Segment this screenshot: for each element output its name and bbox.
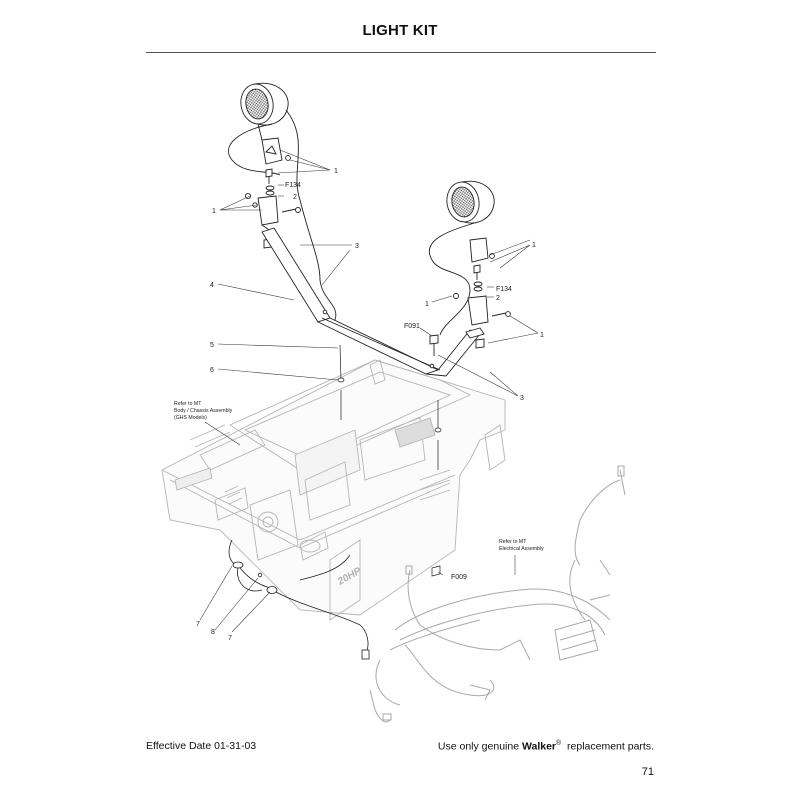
callout-4: 4: [210, 282, 214, 289]
callout-1-right: 1: [540, 332, 544, 339]
callout-5: 5: [210, 342, 214, 349]
callout-2-right: 2: [496, 295, 500, 302]
note-elec-ref-1: Refer to MT: [499, 539, 527, 545]
page-title: LIGHT KIT: [362, 22, 438, 39]
mounting-bar: [261, 227, 485, 377]
note-elec-ref-2: Electrical Assembly: [499, 546, 544, 552]
page-number: 71: [641, 766, 654, 778]
switch-wiring: [228, 539, 370, 660]
callout-1-mid-right: 1: [425, 301, 429, 308]
note-body-ref-3: (GHS Models): [174, 415, 207, 421]
callout-1-upper-right: 1: [532, 242, 536, 249]
callout-7-upper: 7: [196, 621, 200, 628]
callout-f134-right: F134: [496, 286, 512, 293]
callout-7-lower: 7: [228, 635, 232, 642]
callout-f091: F091: [404, 323, 420, 330]
title-divider: [146, 52, 656, 53]
callout-2-left: 2: [293, 194, 297, 201]
callout-f009: F009: [451, 574, 467, 581]
note-body-ref-2: Body / Chassis Assembly: [174, 408, 233, 414]
callout-f134-left: F134: [285, 182, 301, 189]
brand-name: Walker: [521, 740, 557, 753]
callout-3-right: 3: [520, 395, 524, 402]
right-lamp-assembly: [429, 180, 511, 356]
electrical-harness: [369, 465, 626, 723]
note-prefix: Use only genuine: [437, 740, 520, 753]
callout-6: 6: [210, 367, 214, 374]
callout-3-left: 3: [355, 243, 359, 250]
note-body-ref-1: Refer to MT: [174, 401, 202, 407]
callout-1-upper-left: 1: [334, 168, 338, 175]
left-lamp-assembly: [228, 82, 337, 321]
registered-mark: ®: [556, 740, 562, 747]
electrical-harness-detail: [431, 565, 441, 577]
effective-date: Effective Date 01-31-03: [146, 740, 257, 752]
chassis-body: [161, 359, 506, 621]
genuine-parts-note: Use only genuine Walker® replacement par…: [438, 740, 654, 753]
callout-8: 8: [211, 629, 215, 636]
grommet-wires: [337, 344, 442, 470]
note-suffix: replacement parts.: [567, 740, 654, 753]
leader-lines: [199, 149, 539, 633]
callout-1-left: 1: [212, 208, 216, 215]
